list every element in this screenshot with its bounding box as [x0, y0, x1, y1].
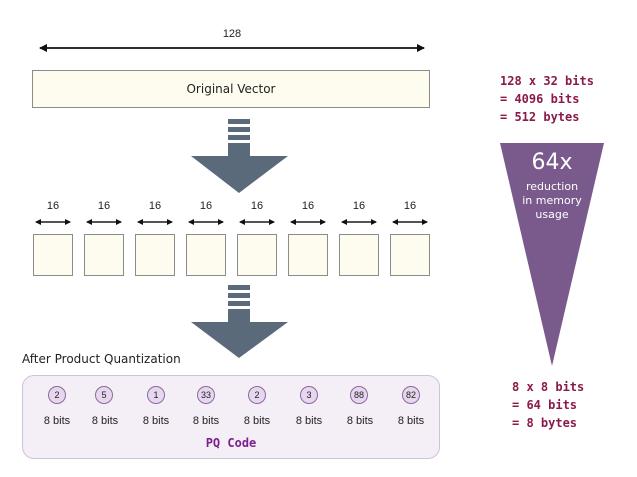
pq-code-circle: 2: [48, 386, 66, 404]
original-size-line: 128 x 32 bits: [500, 74, 594, 88]
reduction-line: usage: [535, 208, 569, 221]
subvector-dimension-label: 16: [403, 200, 417, 212]
subvector-box: [84, 234, 124, 276]
pq-code-bits: 8 bits: [192, 415, 220, 427]
pq-code-bits: 8 bits: [295, 415, 323, 427]
subvector-dimension-label: 16: [250, 200, 264, 212]
reduction-triangle: [500, 143, 604, 366]
subvector-box: [186, 234, 226, 276]
pq-code-circle: 3: [300, 386, 318, 404]
original-size-stats: 128 x 32 bits = 4096 bits = 512 bytes: [500, 72, 594, 126]
pq-code-panel: [22, 375, 440, 459]
subvector-dimension-label: 16: [199, 200, 213, 212]
subvector-box: [237, 234, 277, 276]
compressed-size-stats: 8 x 8 bits = 64 bits = 8 bytes: [512, 378, 584, 432]
subvector-dimension-label: 16: [301, 200, 315, 212]
subvector-box: [390, 234, 430, 276]
subvector-box: [33, 234, 73, 276]
pq-code-bits: 8 bits: [346, 415, 374, 427]
original-size-line: = 512 bytes: [500, 110, 580, 124]
pq-code-bits: 8 bits: [142, 415, 170, 427]
subvector-dimension-label: 16: [46, 200, 60, 212]
split-down-arrow: [191, 119, 288, 193]
pq-code-bits: 8 bits: [43, 415, 71, 427]
top-dimension-label: 128: [222, 28, 242, 40]
pq-code-title: PQ Code: [205, 436, 257, 450]
pq-code-circle: 82: [402, 386, 420, 404]
pq-code-circle: 1: [147, 386, 165, 404]
pq-code-bits: 8 bits: [397, 415, 425, 427]
compressed-size-line: = 64 bits: [512, 398, 578, 412]
original-vector-label: Original Vector: [186, 82, 276, 96]
reduction-caption: reduction in memory usage: [500, 180, 604, 222]
quantize-down-arrow: [191, 285, 288, 358]
subvector-dimension-label: 16: [97, 200, 111, 212]
reduction-factor: 64x: [531, 150, 573, 175]
compressed-size-line: 8 x 8 bits: [512, 380, 585, 394]
pq-code-bits: 8 bits: [91, 415, 119, 427]
pq-code-circle: 88: [350, 386, 368, 404]
subvector-box: [135, 234, 175, 276]
pq-code-circle: 5: [95, 386, 113, 404]
subvector-box: [288, 234, 328, 276]
pq-code-circle: 2: [248, 386, 266, 404]
compressed-size-line: = 8 bytes: [512, 416, 578, 430]
reduction-line: in memory: [522, 194, 582, 207]
after-pq-label: After Product Quantization: [22, 352, 181, 366]
original-vector-box: Original Vector: [32, 70, 430, 108]
pq-code-circle: 33: [197, 386, 215, 404]
subvector-dimension-label: 16: [352, 200, 366, 212]
pq-code-bits: 8 bits: [243, 415, 271, 427]
subvector-box: [339, 234, 379, 276]
subvector-dimension-label: 16: [148, 200, 162, 212]
reduction-line: reduction: [525, 180, 579, 193]
original-size-line: = 4096 bits: [500, 92, 580, 106]
